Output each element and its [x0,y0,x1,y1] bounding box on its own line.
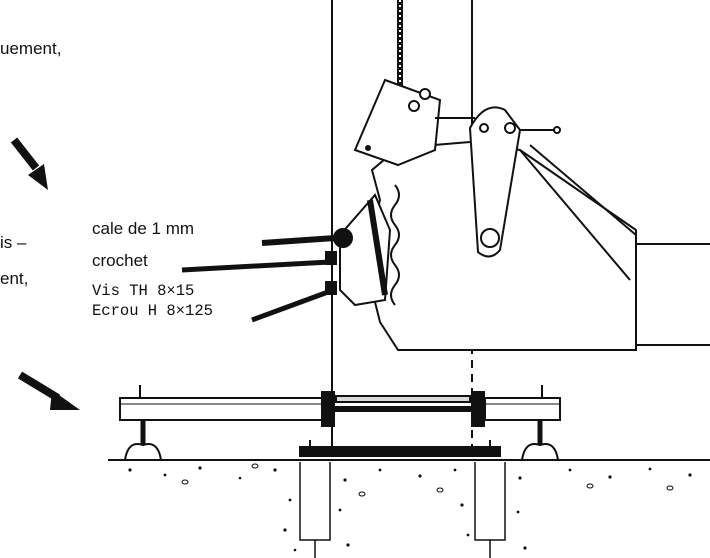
base-plate [299,440,501,457]
leader-lines [181,235,336,323]
beam-head [370,140,710,351]
adjusting-bar [119,391,561,427]
latch-assembly [325,193,392,307]
side-text-line-1: uement, [0,39,62,58]
arrow-right-icon [17,371,80,410]
left-support-foot [123,385,163,461]
lifting-plate [353,78,442,167]
arrow-down-right-icon [10,137,48,190]
ground [108,459,710,558]
swing-link [435,106,522,258]
nut-label: Ecrou H 8×125 [92,302,213,320]
side-text-line-3: ent, [0,269,29,288]
right-support-foot [520,385,560,461]
hook-label: crochet [92,251,148,270]
screw-label: Vis TH 8×15 [92,282,195,300]
cotter-pin [520,126,561,134]
side-text-line-2: is – [0,233,27,252]
shim-label: cale de 1 mm [92,219,195,238]
